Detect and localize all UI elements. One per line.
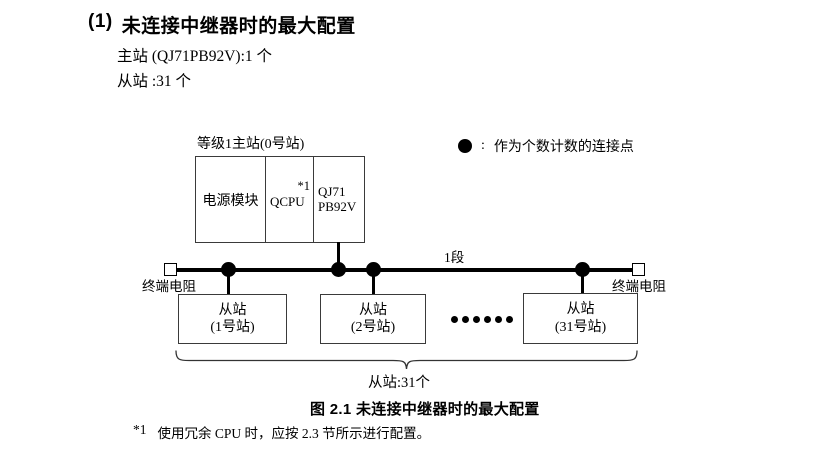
slave1-drop-line (226, 271, 230, 295)
figure-caption: 图 2.1 未连接中继器时的最大配置 (310, 401, 540, 418)
legend-label: 作为个数计数的连接点 (493, 140, 634, 155)
ellipsis-dot (462, 316, 469, 323)
ellipsis-dot (495, 316, 502, 323)
slave-station-box-2: 从站 (2号站) (320, 294, 426, 344)
legend: : 作为个数计数的连接点 (458, 136, 634, 156)
connection-point-dot (330, 262, 346, 277)
connection-point-dot (220, 262, 236, 277)
network-module-line2: PB92V (318, 199, 357, 214)
ellipsis-dot (506, 316, 513, 323)
power-module-cell: 电源模块 (196, 157, 266, 242)
terminator-resistor-left-icon (164, 263, 177, 276)
slave-station-number: (2号站) (350, 320, 396, 335)
footnote-marker: *1 (133, 422, 147, 437)
footnote: *1 使用冗余 CPU 时，应按 2.3 节所示进行配置。 (133, 422, 430, 442)
slave-station-box-31: 从站 (31号站) (523, 293, 638, 344)
legend-separator: : (481, 138, 485, 153)
ellipsis-dot (451, 316, 458, 323)
ellipsis-dot (484, 316, 491, 323)
cpu-footnote-ref: *1 (297, 179, 311, 193)
terminator-left-label: 终端电阻 (142, 279, 196, 294)
brace (175, 350, 638, 370)
connection-point-dot (574, 262, 590, 277)
footnote-text: 使用冗余 CPU 时，应按 2.3 节所示进行配置。 (157, 426, 431, 441)
cpu-module-cell: *1 QCPU (266, 157, 314, 242)
section-number: (1) (88, 11, 113, 32)
ellipsis-dot (473, 316, 480, 323)
master-station-label: 等级1主站(0号站) (197, 137, 305, 152)
segment-label: 1段 (444, 250, 465, 265)
slave2-drop-line (371, 271, 375, 295)
ellipsis-dots (451, 316, 513, 323)
terminator-right-label: 终端电阻 (612, 279, 666, 294)
section-title: 未连接中继器时的最大配置 (121, 16, 356, 37)
slave-name: 从站 (218, 302, 247, 318)
network-module-line1: QJ71 (318, 184, 346, 199)
section-heading: (1) 未连接中继器时的最大配置 (88, 11, 356, 38)
slave31-drop-line (580, 271, 584, 294)
connection-point-dot (365, 262, 381, 277)
slave-station-number: (31号站) (554, 319, 607, 335)
master-drop-line (336, 242, 340, 269)
connection-point-icon (458, 139, 472, 153)
slave-count-line: 从站 :31 个 (117, 73, 192, 90)
slave-name: 从站 (359, 302, 387, 318)
slave-station-box-1: 从站 (1号站) (178, 294, 287, 344)
slave-name: 从站 (566, 302, 595, 317)
bus-line (171, 268, 639, 272)
slave-station-number: (1号站) (210, 320, 255, 335)
cpu-module-label: QCPU (270, 194, 305, 209)
master-count-line: 主站 (QJ71PB92V):1 个 (117, 48, 273, 65)
slave-total-label: 从站:31个 (368, 375, 431, 391)
terminator-resistor-right-icon (632, 263, 645, 276)
